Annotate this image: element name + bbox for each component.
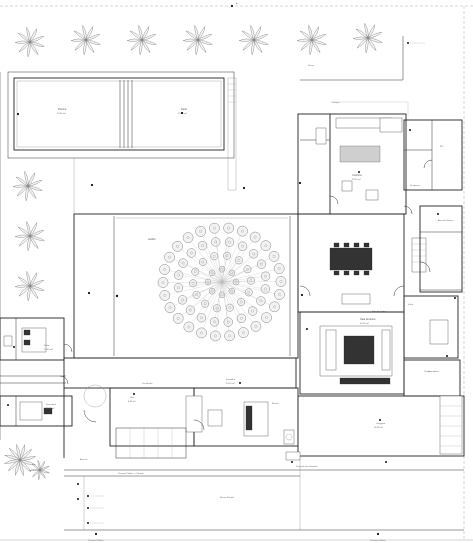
lot-line-label: Divisa <box>308 65 315 67</box>
living-label: Sala de Estar <box>360 317 376 321</box>
bath-service-label: WC <box>440 146 444 148</box>
sidewalk-right-label: Passeio Público <box>370 540 386 542</box>
top-mark-label: A <box>236 2 238 5</box>
suite-label: Suíte <box>408 303 414 306</box>
access-label: Acesso <box>80 458 88 461</box>
garden-tree <box>157 222 287 342</box>
suite-left-area: 16,40 m² <box>44 348 53 351</box>
garage-area: 36,00 m² <box>374 426 383 429</box>
service-label: Área de Serviço <box>438 219 454 222</box>
pool: Piscina 20,40 m² Deck 12,60 m² <box>7 71 237 191</box>
street-front: Passeio Público - Calçada Projeção da co… <box>3 443 464 542</box>
pantry-label: Despensa <box>410 185 421 187</box>
kitchen-label: Cozinha <box>352 173 362 177</box>
bath-label: Banho <box>272 403 279 405</box>
front-shrub <box>3 443 51 481</box>
corridor-label: Circulação <box>142 382 153 385</box>
sidewalk-left-label: Passeio Público <box>88 540 104 542</box>
office-label: Escritório <box>226 378 236 381</box>
laundry-label: Lavanderia <box>428 370 440 373</box>
garden-label: Jardim <box>148 237 156 241</box>
living-area: 42,30 m² <box>360 322 369 325</box>
hall-label: Hall <box>130 397 134 399</box>
side-note: Projeção da cobertura <box>296 465 318 468</box>
living-wing: Sala de Estar 42,30 m² Suíte Closet <box>299 293 461 397</box>
dining-label: Sala de Jantar <box>372 310 386 313</box>
pool-label: Piscina <box>58 107 67 111</box>
door-swings <box>63 159 433 431</box>
deck-label: Deck <box>181 107 188 111</box>
closet-label: Closet <box>424 370 431 373</box>
suite-left-label: Suíte <box>44 344 50 347</box>
bedroom-label: Dormitório <box>46 403 57 406</box>
front-label: Recuo Frontal <box>220 496 234 499</box>
kitchen-area: 18,20 m² <box>352 178 361 181</box>
hall-area: 8,40 m² <box>128 400 136 403</box>
terrace-label: Terraço <box>332 101 340 104</box>
palm-trees <box>12 22 383 302</box>
office-area: 10,10 m² <box>226 382 235 385</box>
pool-area: 20,40 m² <box>57 112 66 115</box>
bedroom-wing: Suíte 16,40 m² Dormitório 11,20 m² <box>0 317 73 427</box>
bedroom-area: 11,20 m² <box>46 407 55 410</box>
courtyard: Jardim <box>73 158 304 359</box>
kitchen-wing: Cozinha 18,20 m² Terraço Sala de Jantar … <box>297 101 463 313</box>
south-wing: Hall 8,40 m² Escritório 10,10 m² Banho A… <box>63 357 465 461</box>
street-note: Passeio Público - Calçada <box>118 473 144 475</box>
garage-label: Garagem <box>376 422 385 425</box>
